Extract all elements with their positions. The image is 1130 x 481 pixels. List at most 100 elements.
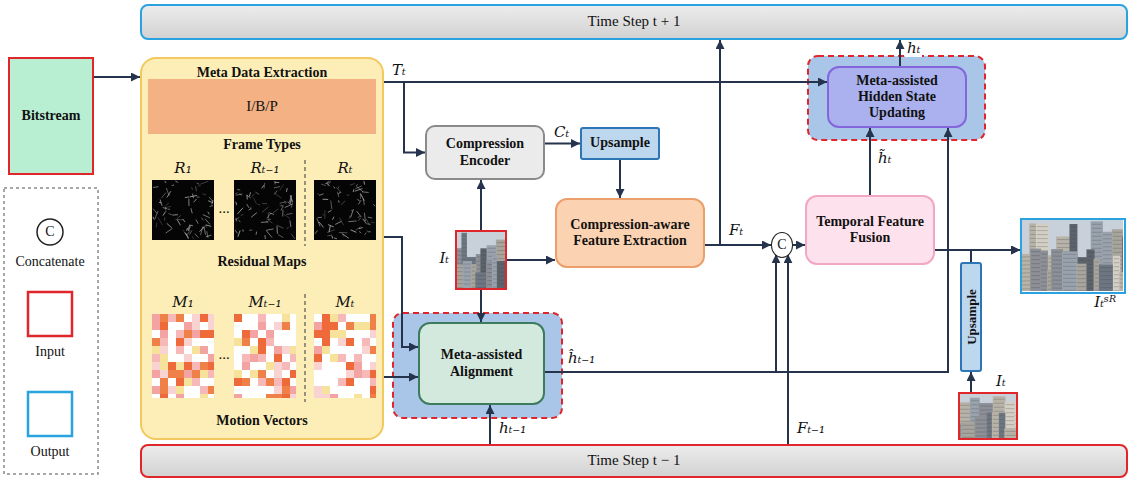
image-detail <box>282 386 290 394</box>
image-detail <box>993 427 999 428</box>
signal-label: Fₜ₋₁ <box>795 420 827 437</box>
image-detail <box>1120 287 1123 288</box>
image-detail <box>274 322 282 330</box>
image-detail <box>961 422 976 438</box>
image-detail <box>497 242 505 243</box>
image-detail <box>1063 278 1076 279</box>
signal-label: Fₜ <box>727 222 745 239</box>
image-detail <box>1063 286 1076 287</box>
image-detail <box>168 209 171 210</box>
image-detail <box>1113 256 1120 291</box>
image-detail <box>1040 251 1048 291</box>
image-detail <box>185 196 190 198</box>
image-detail <box>152 370 160 378</box>
image-detail <box>284 201 286 203</box>
image-detail <box>1057 243 1069 244</box>
image-detail <box>314 330 322 338</box>
image-detail <box>1100 267 1113 268</box>
image-detail <box>1114 270 1119 271</box>
node-caption: Frame Types <box>148 137 376 153</box>
node-label: Iₜ <box>996 373 1006 390</box>
image-detail <box>1063 282 1076 283</box>
image-detail <box>1095 273 1099 274</box>
image-detail <box>176 362 184 370</box>
image-detail <box>1015 419 1016 420</box>
image-detail <box>290 354 296 362</box>
image-detail <box>208 201 213 203</box>
image-detail <box>498 264 505 265</box>
image-detail <box>186 225 190 231</box>
image-detail <box>1052 272 1062 273</box>
image-detail <box>493 286 497 287</box>
image-detail <box>167 191 171 197</box>
image-detail <box>274 193 281 198</box>
image-detail <box>242 378 250 386</box>
image-detail <box>235 201 237 205</box>
image-detail <box>261 221 268 222</box>
image-detail <box>250 370 258 378</box>
image-detail <box>357 211 361 217</box>
image-detail <box>200 330 208 338</box>
image-detail <box>1031 267 1040 268</box>
image-detail <box>363 181 365 185</box>
image-detail <box>191 208 192 213</box>
image-detail <box>362 346 370 354</box>
image-detail <box>349 215 350 218</box>
signal-label: hₜ₋₁ <box>497 420 528 437</box>
image-detail <box>160 370 168 378</box>
node-label: Time Step t + 1 <box>588 13 681 30</box>
image-detail <box>1063 266 1076 267</box>
image-detail <box>988 435 992 436</box>
node-label: C <box>777 237 786 253</box>
image-detail <box>1092 248 1102 249</box>
image-detail <box>457 265 464 288</box>
image-detail <box>993 419 999 420</box>
image-detail <box>1030 249 1041 291</box>
image-detail <box>457 287 463 288</box>
image-detail <box>463 261 472 288</box>
image-detail <box>176 346 184 354</box>
arrow-connector <box>869 128 871 195</box>
image-detail <box>1078 270 1087 271</box>
image-detail <box>1114 266 1119 267</box>
image-detail <box>266 330 274 338</box>
legend-entry: Output <box>31 444 70 459</box>
image-detail <box>462 255 466 256</box>
image-detail <box>1041 282 1047 283</box>
image-detail <box>265 235 266 239</box>
image-detail <box>343 234 344 236</box>
image-detail <box>1022 284 1030 285</box>
image-detail <box>258 354 266 362</box>
image-detail <box>1103 258 1112 259</box>
image-detail <box>175 219 183 221</box>
image-detail <box>370 330 376 338</box>
image-detail <box>1000 435 1004 436</box>
image-detail <box>960 426 961 427</box>
image-detail <box>1022 254 1031 291</box>
image-detail <box>331 201 332 210</box>
image-detail <box>152 386 160 394</box>
image-detail <box>1030 238 1036 239</box>
image-detail <box>457 271 463 272</box>
image-detail <box>464 264 471 265</box>
image-detail <box>203 193 207 195</box>
image-detail <box>462 239 466 240</box>
image-detail <box>347 194 350 196</box>
image-detail <box>487 268 492 269</box>
image-detail <box>236 194 243 195</box>
arrow-connector <box>489 405 491 444</box>
image-detail <box>234 338 242 346</box>
image-detail <box>962 429 975 430</box>
image-detail <box>192 194 193 199</box>
image-detail <box>1031 271 1040 272</box>
image-detail <box>497 254 505 255</box>
image-detail <box>1022 264 1030 265</box>
image-detail <box>165 206 171 207</box>
image-detail <box>370 314 376 322</box>
image-detail <box>477 265 481 266</box>
image-detail <box>346 370 354 378</box>
image-detail <box>1000 427 1004 428</box>
image-detail <box>266 231 272 238</box>
image-detail <box>282 322 290 330</box>
image-detail <box>462 247 466 248</box>
